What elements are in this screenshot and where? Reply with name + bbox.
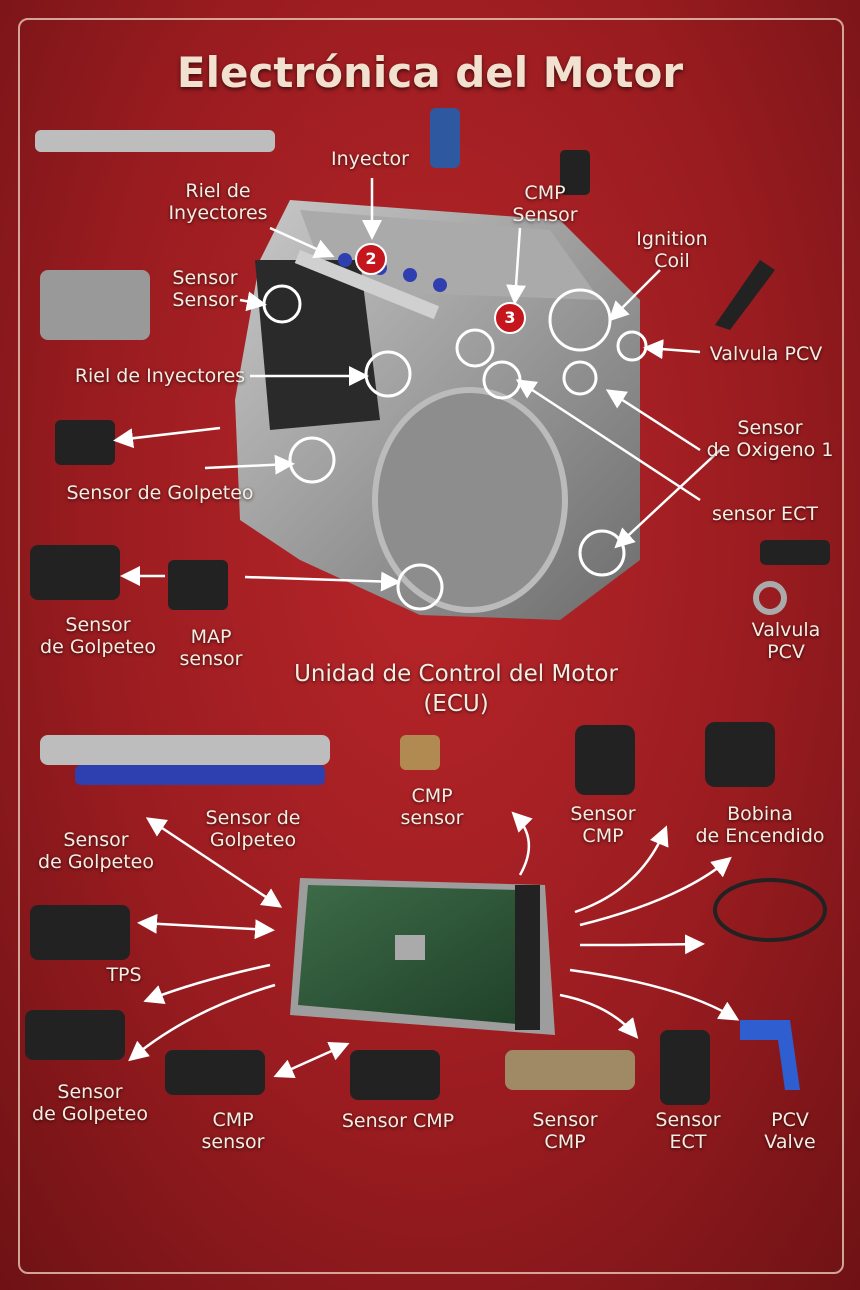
label-tps: TPS [106,964,142,986]
badge-3: 3 [494,302,526,334]
ecu-arrows [128,811,740,1078]
badge-2: 2 [355,243,387,275]
label-sensor-cmp-mid: Sensor CMP [341,1110,455,1132]
ecu-board [290,878,555,1035]
engine-image [235,200,640,620]
label-valvula-pcv: Valvula PCV [709,343,823,365]
label-riel-inyectores-mid: Riel de Inyectores [74,365,246,387]
page-title: Electrónica del Motor [176,48,684,97]
label-sensor-ect: sensor ECT [712,503,818,525]
components [30,108,830,615]
engine-arrows [113,178,721,592]
poster-frame [18,18,844,1274]
label-inyector: Inyector [331,148,409,170]
ecu-section-title: Unidad de Control del Motor(ECU) [294,661,618,717]
ecu-components [25,722,827,1105]
label-sensor-golpeteo-mid: Sensor de Golpeteo [66,482,254,504]
